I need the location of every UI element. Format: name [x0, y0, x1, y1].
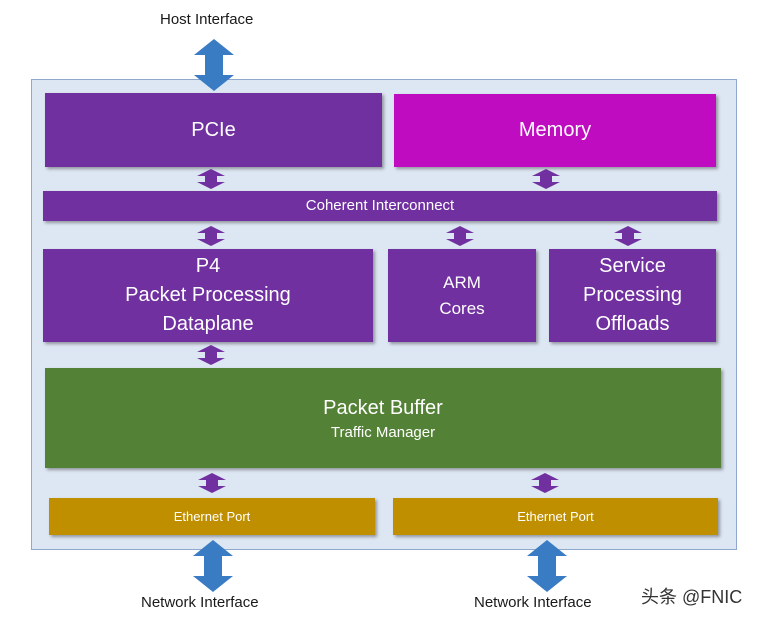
ethernet-port-right-block: Ethernet Port [393, 498, 718, 535]
ethernet-port-left-label: Ethernet Port [173, 509, 251, 524]
service-label-line1: Service [599, 255, 666, 277]
memory-block: Memory [394, 94, 716, 167]
service-label-line3: Offloads [595, 313, 670, 335]
coherent-interconnect-label: Coherent Interconnect [305, 197, 455, 214]
ethernet-port-left-block: Ethernet Port [49, 498, 375, 535]
network-interface-right-label: Network Interface [474, 594, 592, 611]
memory-label: Memory [518, 119, 592, 141]
network-interface-right-arrow-icon [527, 540, 567, 592]
arm-label-line2: Cores [439, 298, 485, 318]
packet-buffer-title: Packet Buffer [323, 396, 443, 419]
pcie-interconnect-arrow-icon [197, 169, 225, 189]
watermark: 头条 @FNIC [641, 587, 743, 607]
arm-label-line1: ARM [443, 272, 481, 292]
interconnect-arm-arrow-icon [446, 226, 474, 246]
interconnect-p4-arrow-icon [197, 226, 225, 246]
service-label-line2: Processing [583, 284, 682, 306]
service-offloads-block: Service Processing Offloads [549, 249, 716, 342]
arm-cores-block: ARM Cores [388, 249, 536, 342]
memory-interconnect-arrow-icon [532, 169, 560, 189]
network-interface-left-arrow-icon [193, 540, 233, 592]
interconnect-service-arrow-icon [614, 226, 642, 246]
pcie-label: PCIe [191, 118, 236, 141]
buffer-ethernet-left-arrow-icon [198, 473, 226, 493]
host-interface-arrow-icon [194, 39, 234, 91]
p4-dataplane-block: P4 Packet Processing Dataplane [43, 249, 373, 342]
p4-label-line3: Dataplane [162, 313, 254, 335]
packet-buffer-block: Packet Buffer Traffic Manager [45, 368, 721, 468]
ethernet-port-right-label: Ethernet Port [517, 509, 594, 524]
p4-label-line2: Packet Processing [125, 284, 291, 306]
packet-buffer-subtitle: Traffic Manager [330, 423, 436, 441]
pcie-block: PCIe [45, 93, 382, 167]
host-interface-label: Host Interface [160, 11, 254, 28]
network-interface-left-label: Network Interface [141, 594, 259, 611]
p4-label-line1: P4 [195, 255, 221, 277]
buffer-ethernet-right-arrow-icon [531, 473, 559, 493]
p4-buffer-arrow-icon [197, 345, 225, 365]
coherent-interconnect-block: Coherent Interconnect [43, 191, 717, 221]
